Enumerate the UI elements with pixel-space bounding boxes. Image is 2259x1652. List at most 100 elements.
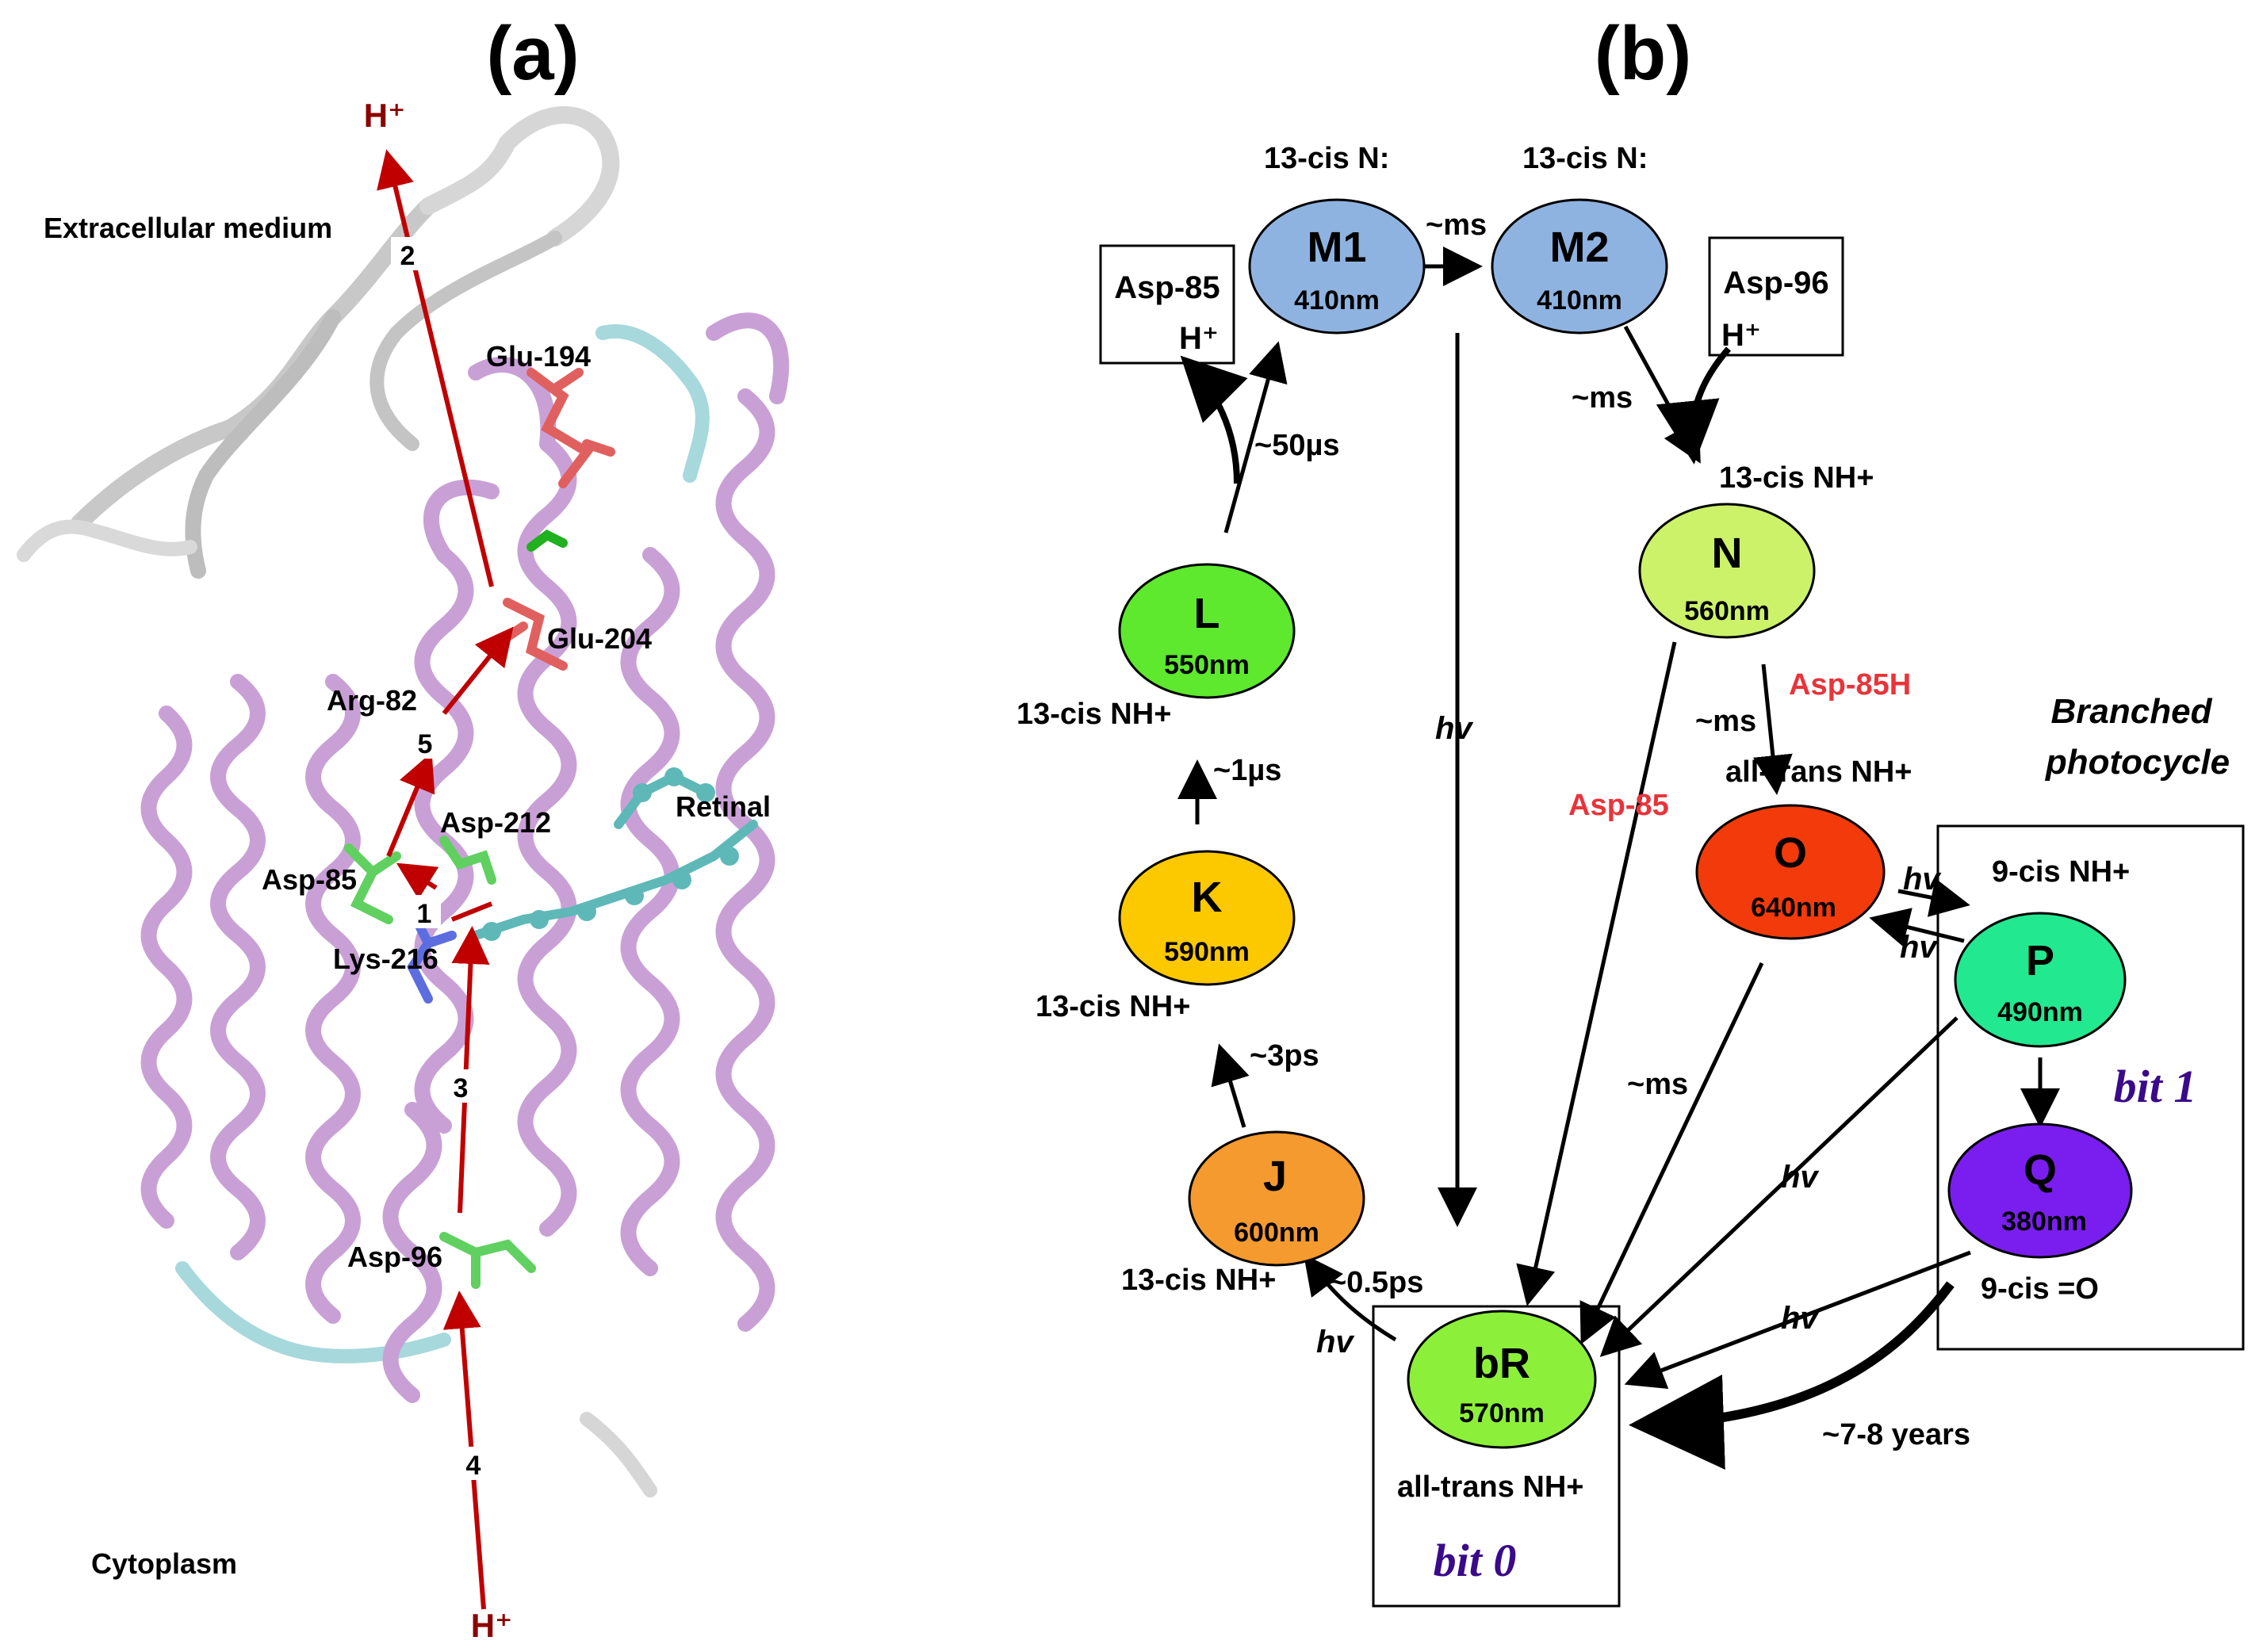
- state-nodes: [1118, 198, 2133, 1449]
- isomer-k: 13-cis NH+: [1036, 990, 1190, 1023]
- state-wave-p: 490nm: [1997, 997, 2083, 1027]
- state-wave-br: 570nm: [1459, 1398, 1545, 1428]
- state-wave-q: 380nm: [2001, 1206, 2087, 1237]
- arrow-n-o: [1753, 663, 1793, 795]
- state-name-j: J: [1263, 1153, 1287, 1200]
- hv-p-br: hv: [1781, 1160, 1820, 1195]
- arrow-p-br: [1599, 1016, 1958, 1357]
- state-k: [1118, 850, 1296, 986]
- transition-times: ~ms ~ms ~50µs ~1µs ~3ps ~0.5ps ~ms ~ms ~…: [1213, 208, 1970, 1451]
- time-j-k: ~3ps: [1250, 1039, 1319, 1073]
- state-o: [1695, 804, 1886, 940]
- time-n-o: ~ms: [1695, 705, 1756, 738]
- isomer-q: 9-cis =O: [1981, 1272, 2099, 1306]
- hv-p-o: hv: [1900, 930, 1939, 965]
- box-asp-96-name: Asp-96: [1723, 266, 1828, 300]
- hv-m-br: hv: [1435, 711, 1474, 746]
- isomer-n: 13-cis NH+: [1719, 461, 1874, 495]
- label-lys-216: Lys-216: [333, 943, 438, 975]
- state-br: [1407, 1310, 1597, 1449]
- box-bit-0: [1372, 1305, 1621, 1608]
- state-name-m2: M2: [1549, 224, 1609, 271]
- state-name-q: Q: [2024, 1146, 2057, 1194]
- arrow-l-m1: [1223, 341, 1288, 533]
- isomer-p: 9-cis NH+: [1992, 855, 2130, 889]
- isomer-labels: 13-cis N: 13-cis N: 13-cis NH+ 13-cis NH…: [1017, 142, 2130, 1504]
- hv-q-br: hv: [1781, 1301, 1820, 1336]
- state-j: [1188, 1130, 1365, 1267]
- state-m1: [1248, 198, 1426, 335]
- arrow-l-asp85: [1180, 355, 1248, 484]
- label-extracellular: Extracellular medium: [44, 212, 332, 244]
- proton-arrow-5: [442, 626, 514, 715]
- state-name-m1: M1: [1307, 224, 1366, 271]
- arrow-o-br: [1579, 962, 1764, 1345]
- state-name-k: K: [1192, 874, 1223, 921]
- hv-labels: hv hv hv hv hv hv: [1316, 711, 1942, 1359]
- state-name-p: P: [2026, 937, 2054, 985]
- box-asp-96: [1708, 236, 1844, 357]
- box-asp-85: [1099, 244, 1235, 365]
- state-wave-k: 590nm: [1164, 937, 1250, 967]
- time-m1-m2: ~ms: [1426, 208, 1487, 242]
- isomer-m2: 13-cis N:: [1522, 142, 1648, 175]
- time-l-m1: ~50µs: [1254, 429, 1340, 462]
- box-asp-96-h: H⁺: [1721, 318, 1761, 353]
- state-wave-j: 600nm: [1234, 1218, 1319, 1248]
- time-br-j: ~0.5ps: [1329, 1266, 1423, 1299]
- retinal-atoms: [482, 767, 739, 941]
- residue-sticks: [344, 368, 758, 1289]
- label-arg-82: Arg-82: [327, 684, 417, 717]
- time-k-l: ~1µs: [1213, 754, 1281, 787]
- arrow-asp96-n: [1656, 346, 1732, 465]
- protein-loops: [17, 106, 710, 1497]
- state-wave-o: 640nm: [1751, 893, 1836, 923]
- h-plus-bottom: H⁺: [471, 1607, 513, 1644]
- box-asp-85-name: Asp-85: [1114, 270, 1219, 305]
- isomer-br: all-trans NH+: [1397, 1470, 1583, 1504]
- isomer-m1: 13-cis N:: [1264, 142, 1389, 175]
- path-number-5: 5: [418, 729, 433, 759]
- state-p: [1954, 912, 2127, 1048]
- state-wave-m2: 410nm: [1537, 285, 1622, 315]
- branch-title-1: Branched: [2051, 692, 2213, 731]
- proton-arrow-1b: [450, 901, 493, 922]
- label-retinal: Retinal: [676, 790, 771, 823]
- arrow-j-k: [1211, 1043, 1250, 1128]
- h-plus-top: H⁺: [364, 97, 406, 134]
- label-asp-212: Asp-212: [440, 806, 551, 839]
- panel-a: (a): [17, 11, 790, 1644]
- state-name-n: N: [1712, 530, 1743, 577]
- state-n: [1638, 503, 1816, 639]
- label-asp-96: Asp-96: [347, 1241, 442, 1273]
- state-labels: M1 410nm M2 410nm L 550nm N 560nm K 590n…: [1164, 224, 2087, 1428]
- path-number-1: 1: [417, 899, 432, 929]
- state-name-br: bR: [1473, 1340, 1530, 1387]
- isomer-j: 13-cis NH+: [1121, 1264, 1276, 1297]
- bit-0-label: bit 0: [1434, 1535, 1517, 1586]
- arrow-o-p: [1897, 878, 1970, 917]
- box-asp-85-h: H⁺: [1179, 321, 1219, 356]
- time-o-br: ~ms: [1627, 1068, 1688, 1101]
- arrow-m2-n: [1623, 325, 1701, 464]
- state-wave-l: 550nm: [1164, 650, 1250, 680]
- label-glu-204: Glu-204: [547, 622, 652, 655]
- label-asp-85h: Asp-85H: [1789, 668, 1911, 702]
- arrow-p-o: [1869, 908, 1965, 946]
- path-number-4: 4: [466, 1451, 481, 1481]
- panel-b-heading: (b): [1595, 11, 1692, 96]
- state-l: [1118, 563, 1296, 699]
- proton-arrow-5b: [386, 751, 435, 858]
- label-cytoplasm: Cytoplasm: [91, 1547, 237, 1580]
- state-name-o: O: [1774, 829, 1807, 877]
- isomer-l: 13-cis NH+: [1017, 698, 1171, 731]
- panel-b: (b): [1017, 11, 2245, 1608]
- hv-br-j: hv: [1316, 1325, 1355, 1359]
- time-q-br: ~7-8 years: [1822, 1418, 1970, 1451]
- transition-arrows: [1177, 247, 2060, 1470]
- arrow-n-br: [1516, 641, 1677, 1306]
- state-wave-m1: 410nm: [1294, 285, 1380, 315]
- arrow-q-br-years: [1629, 1281, 1955, 1470]
- time-m2-n: ~ms: [1572, 381, 1633, 415]
